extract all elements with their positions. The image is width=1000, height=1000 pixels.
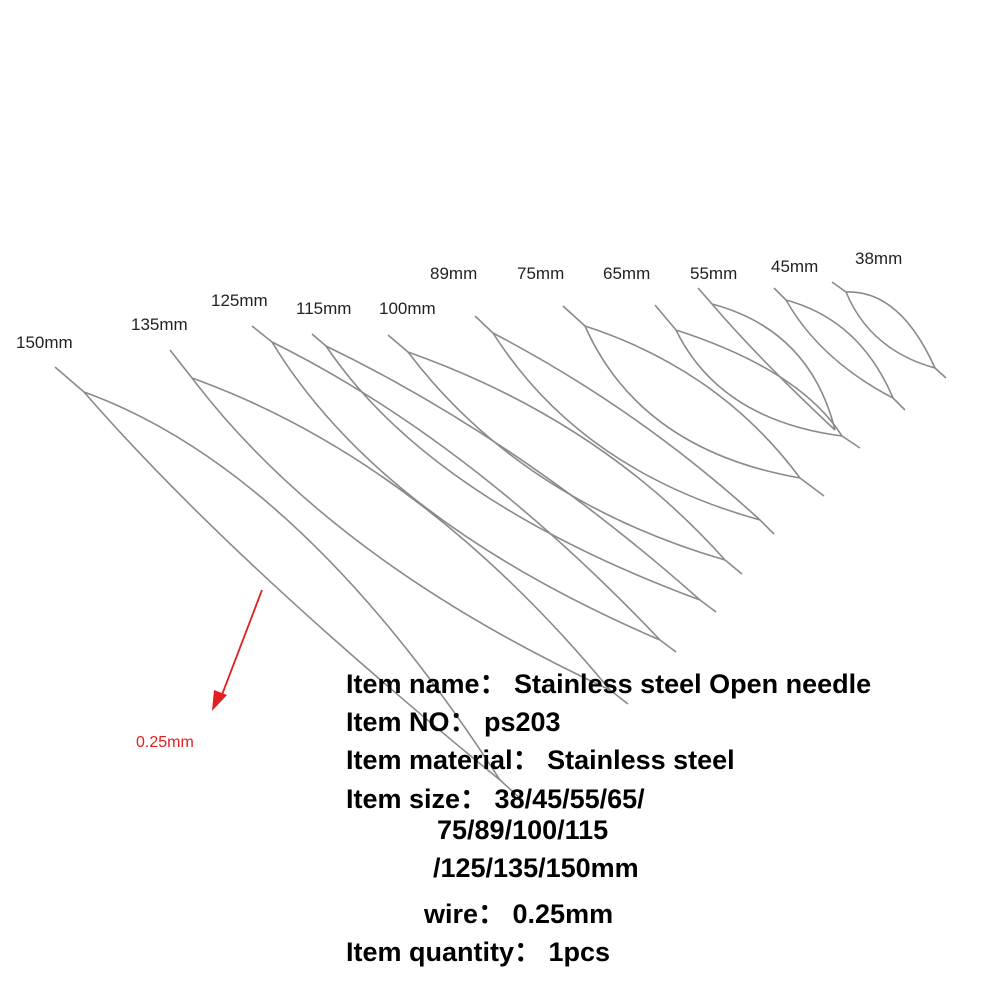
needle-65mm [654, 304, 861, 449]
size-label-125mm: 125mm [211, 291, 268, 310]
needle-75mm [562, 305, 825, 497]
size-label-75mm: 75mm [517, 264, 565, 283]
needle-89mm [474, 315, 775, 535]
size-label-65mm: 65mm [603, 264, 651, 283]
needle-55mm [697, 287, 836, 431]
size-label-100mm: 100mm [379, 299, 436, 318]
spec-item-size-cont-2: /125/135/150mm [433, 853, 639, 883]
needle-115mm [311, 333, 717, 613]
size-label-115mm: 115mm [296, 299, 352, 318]
spec-item-size: Item size： 38/45/55/65/ [346, 784, 645, 814]
size-label-38mm: 38mm [855, 249, 903, 268]
size-label-150mm: 150mm [16, 333, 73, 352]
needle-135mm [169, 349, 629, 705]
spec-item-name: Item name： Stainless steel Open needle [346, 669, 872, 699]
size-label-55mm: 55mm [690, 264, 738, 283]
size-label-45mm: 45mm [771, 257, 819, 276]
size-label-89mm: 89mm [430, 264, 478, 283]
spec-item-no: Item NO： ps203 [346, 707, 561, 737]
wire-arrow [212, 589, 263, 711]
spec-item-quantity: Item quantity： 1pcs [346, 937, 611, 967]
needle-125mm [251, 325, 677, 653]
needle-38mm [831, 281, 947, 379]
spec-item-size-cont-1: 75/89/100/115 [437, 815, 609, 845]
needle-150mm [54, 366, 523, 801]
needle-100mm [387, 334, 743, 575]
spec-item-material: Item material： Stainless steel [346, 745, 735, 775]
spec-wire: wire： 0.25mm [424, 899, 614, 929]
wire-diameter-label: 0.25mm [136, 734, 194, 751]
needle-45mm [773, 287, 906, 411]
size-label-135mm: 135mm [131, 315, 188, 334]
